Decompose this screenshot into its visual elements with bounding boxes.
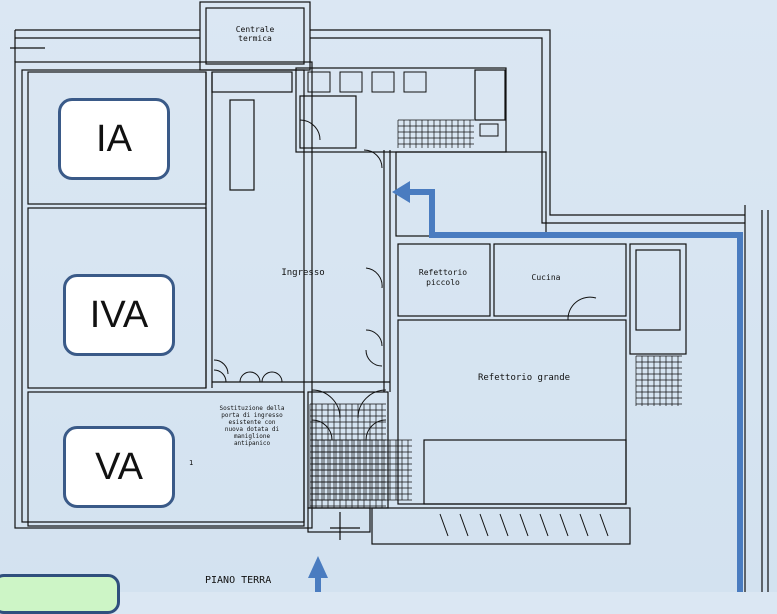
tiled-areas xyxy=(309,119,682,508)
label-refettorio-piccolo-line2: piccolo xyxy=(426,278,460,287)
route-arrowhead-ingresso xyxy=(392,181,410,203)
note-line: Sostituzione della xyxy=(219,405,284,412)
class-label-iva: IVA xyxy=(63,274,175,356)
label-centrale-line2: termica xyxy=(238,34,272,43)
floor-label: PIANO TERRA xyxy=(205,575,271,586)
door-swings xyxy=(213,119,609,537)
note-marker: 1 xyxy=(189,459,193,467)
note-line: maniglione xyxy=(234,433,271,440)
toilets xyxy=(307,71,499,137)
note-line: nuova dotata di xyxy=(225,426,280,433)
label-refettorio-piccolo-line1: Refettorio xyxy=(419,268,467,277)
evacuation-route xyxy=(315,189,743,592)
note-line: esistente con xyxy=(229,419,276,426)
label-cucina: Cucina xyxy=(532,273,561,282)
note-line: antipanico xyxy=(234,440,271,447)
floor-plan: Centrale termica Ingresso Refettorio pic… xyxy=(10,1,769,592)
route-arrowhead-entrance xyxy=(308,556,328,578)
legend-box xyxy=(0,574,120,614)
class-label-ia: IA xyxy=(58,98,170,180)
label-centrale-line1: Centrale xyxy=(236,25,275,34)
class-label-va: VA xyxy=(63,426,175,508)
walls xyxy=(10,1,769,592)
entrance-note: Sostituzione della porta di ingresso esi… xyxy=(219,405,284,447)
note-line: porta di ingresso xyxy=(221,412,283,419)
label-refettorio-grande: Refettorio grande xyxy=(478,373,570,383)
label-ingresso: Ingresso xyxy=(281,268,324,278)
